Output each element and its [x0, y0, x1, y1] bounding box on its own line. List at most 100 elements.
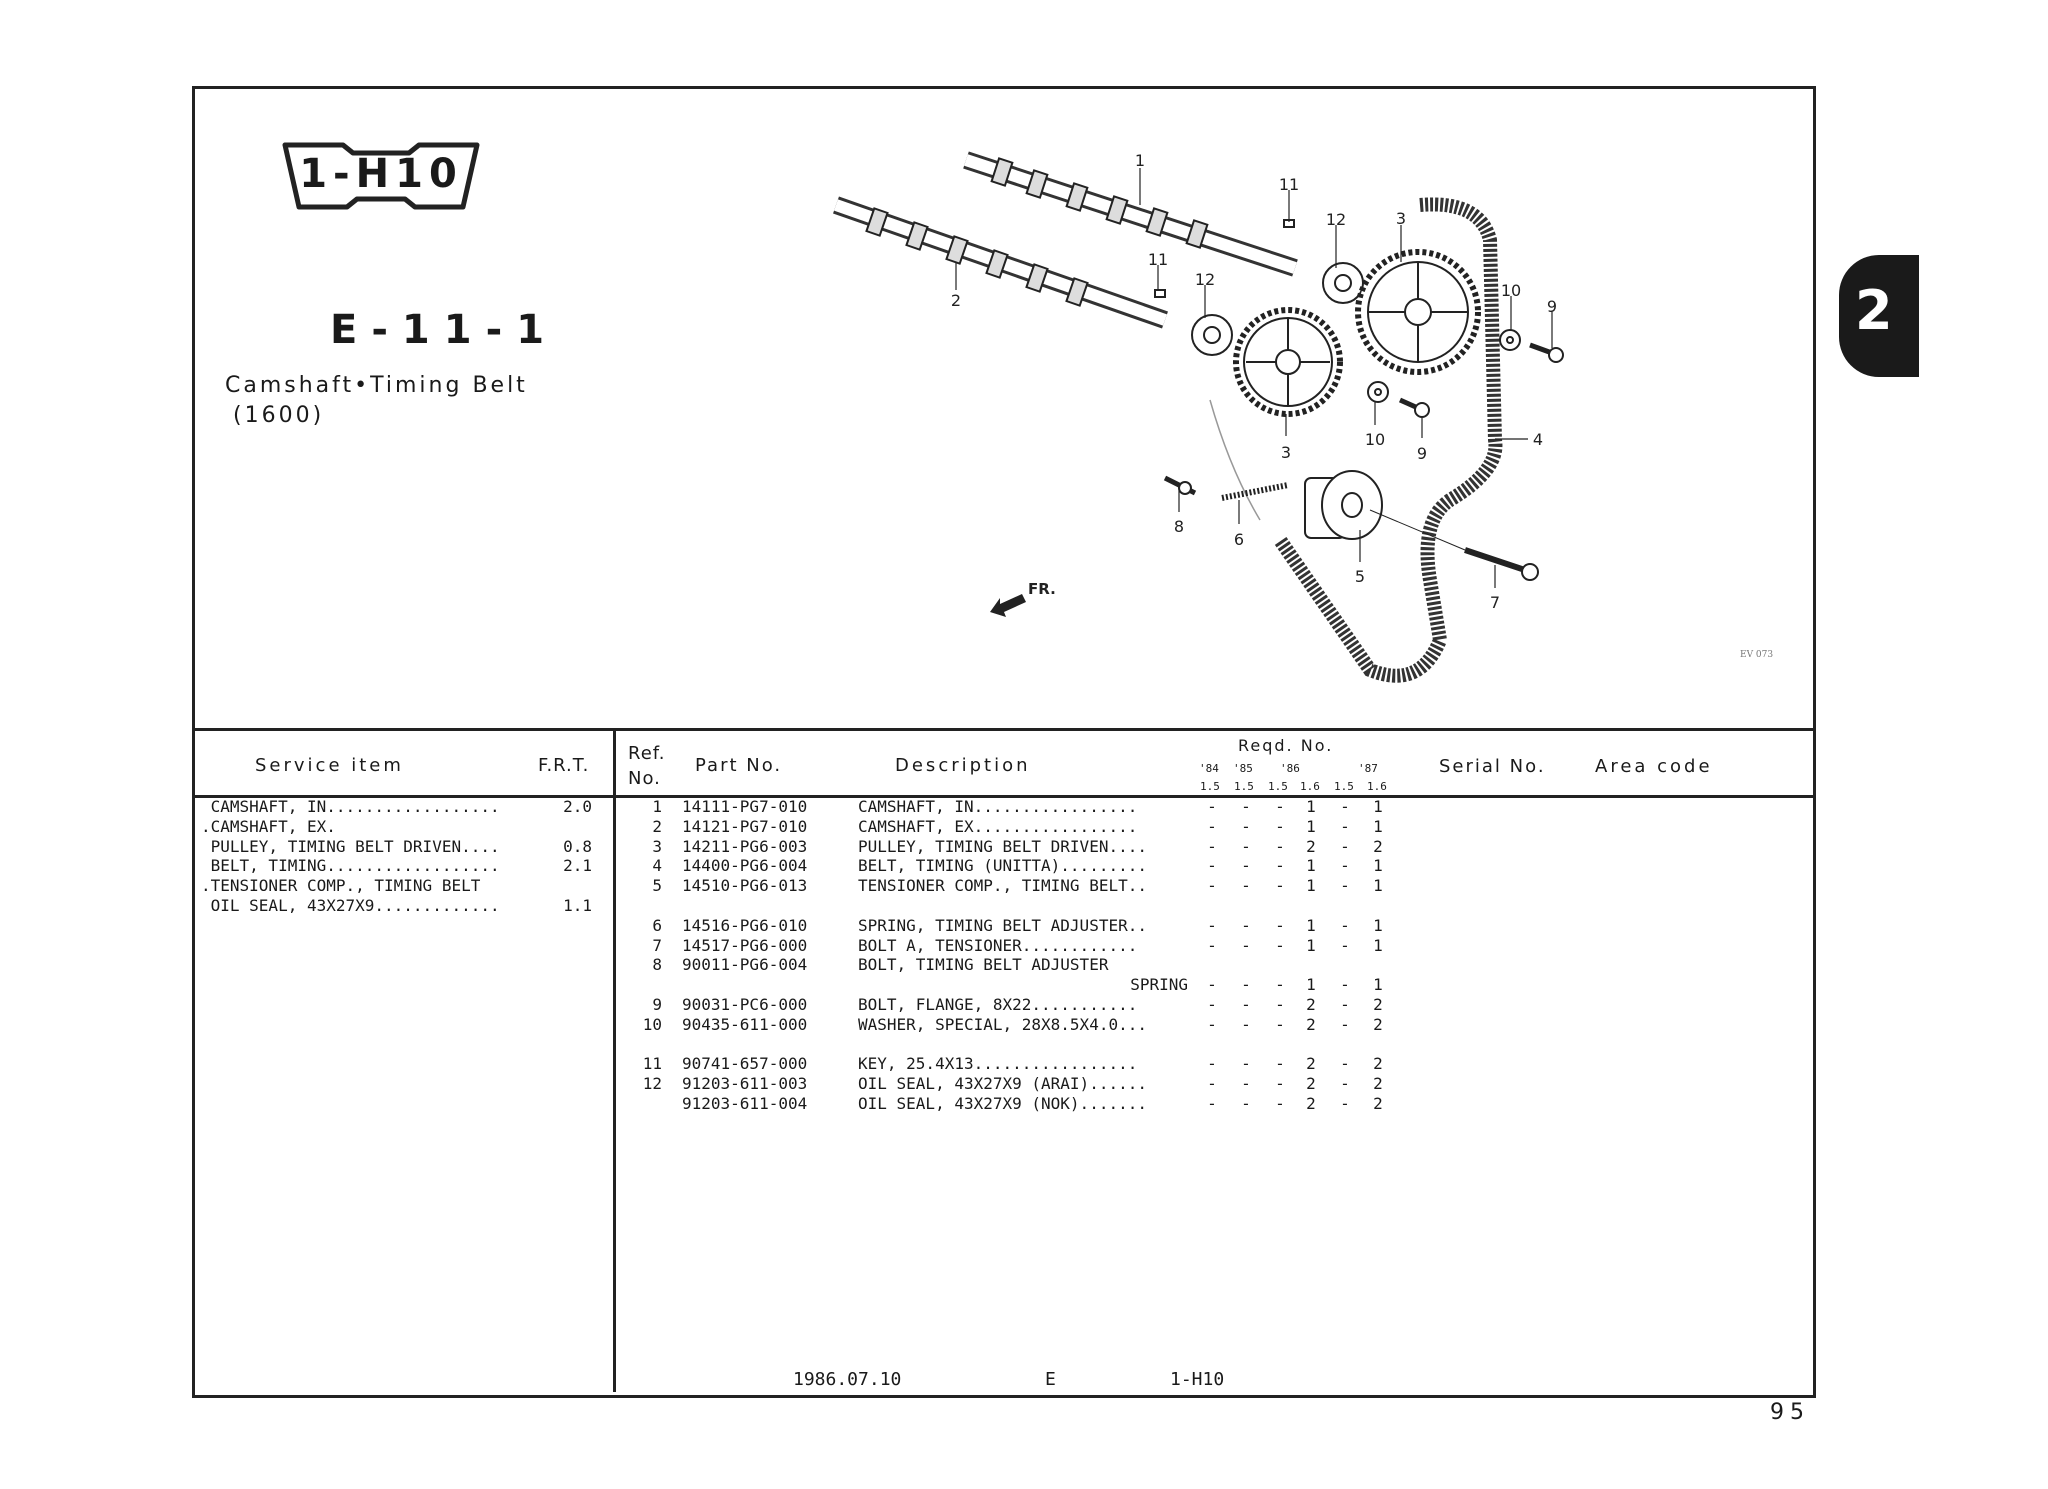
service-item-frt: 2.0 — [563, 797, 592, 816]
header-engine: 1.5 — [1200, 780, 1220, 793]
reqd-qty: - — [1241, 797, 1251, 816]
part-ref-no: 5 — [652, 876, 662, 896]
adjuster-bolt — [1163, 475, 1197, 496]
reqd-qty: 2 — [1306, 995, 1316, 1014]
part-ref-no: 6 — [652, 915, 662, 935]
oil-seal — [1191, 314, 1233, 356]
section-badge — [282, 142, 480, 210]
flange-bolt — [1529, 342, 1564, 363]
header-description: Description — [895, 755, 1031, 776]
callout-12: 12 — [1326, 210, 1346, 229]
reqd-qty: - — [1340, 816, 1350, 836]
reqd-qty: 2 — [1373, 1054, 1383, 1074]
reqd-qty: 1 — [1306, 856, 1316, 876]
reqd-qty: - — [1275, 935, 1285, 955]
reqd-qty: 1 — [1373, 876, 1383, 896]
reqd-qty: 2 — [1373, 1014, 1383, 1034]
reqd-qty: - — [1207, 856, 1217, 876]
reqd-qty: 2 — [1306, 1074, 1316, 1094]
reqd-qty: - — [1340, 856, 1350, 876]
service-item-frt — [548, 877, 592, 895]
part-description: CAMSHAFT, IN................. — [858, 797, 1138, 816]
part-description: BOLT, TIMING BELT ADJUSTER — [858, 955, 1109, 975]
part-description: BOLT A, TENSIONER............ — [858, 935, 1138, 955]
reqd-qty: - — [1241, 995, 1251, 1014]
callout-11: 11 — [1148, 250, 1168, 269]
callout-10: 10 — [1365, 430, 1385, 449]
reqd-qty: - — [1207, 816, 1217, 836]
header-engine: 1.6 — [1300, 780, 1320, 793]
camshaft-intake — [963, 151, 1298, 277]
part-ref-no: 2 — [652, 816, 662, 836]
callout-12: 12 — [1195, 270, 1215, 289]
reqd-qty: 2 — [1306, 836, 1316, 856]
part-description: TENSIONER COMP., TIMING BELT.. — [858, 876, 1147, 896]
part-number: 90741-657-000 — [682, 1054, 808, 1074]
reqd-qty: - — [1241, 1014, 1251, 1034]
reqd-qty: 1 — [1306, 915, 1316, 935]
reqd-qty: - — [1207, 915, 1217, 935]
front-arrow-icon — [990, 594, 1026, 617]
part-description: BOLT, FLANGE, 8X22........... — [858, 995, 1138, 1014]
part-description: BELT, TIMING (UNITTA)......... — [858, 856, 1147, 876]
part-ref-no: 7 — [652, 935, 662, 955]
reqd-qty: - — [1241, 915, 1251, 935]
column-divider — [613, 728, 616, 1392]
reqd-qty: - — [1275, 915, 1285, 935]
reqd-qty: - — [1275, 836, 1285, 856]
part-ref-no: 8 — [652, 955, 662, 975]
reqd-qty: - — [1207, 836, 1217, 856]
header-engine: 1.5 — [1334, 780, 1354, 793]
reqd-qty: - — [1241, 856, 1251, 876]
driven-pulley — [1355, 249, 1481, 375]
callout-10: 10 — [1501, 281, 1521, 300]
part-number: 14111-PG7-010 — [682, 797, 808, 816]
part-number: 14510-PG6-013 — [682, 876, 808, 896]
reqd-qty: 1 — [1373, 935, 1383, 955]
callout-6: 6 — [1234, 530, 1244, 549]
service-item-name: OIL SEAL, 43X27X9............. — [201, 896, 500, 915]
reqd-qty: - — [1275, 816, 1285, 836]
part-ref-no: 1 — [652, 797, 662, 816]
tensioner-bolt — [1369, 509, 1539, 581]
reqd-qty: 1 — [1306, 797, 1316, 816]
part-description: PULLEY, TIMING BELT DRIVEN.... — [858, 836, 1147, 856]
drawing-code: EV 073 — [1740, 650, 1773, 660]
reqd-qty: - — [1340, 836, 1350, 856]
header-part-no: Part No. — [695, 755, 783, 776]
part-number: 90011-PG6-004 — [682, 955, 808, 975]
reqd-qty: 1 — [1306, 975, 1316, 995]
reqd-qty: - — [1340, 797, 1350, 816]
header-year: '86 — [1280, 762, 1300, 775]
reqd-qty: - — [1241, 1094, 1251, 1113]
part-number: 14400-PG6-004 — [682, 856, 808, 876]
reqd-qty: - — [1340, 995, 1350, 1014]
reqd-qty: 1 — [1306, 816, 1316, 836]
washer — [1367, 381, 1389, 403]
reqd-qty: - — [1207, 1014, 1217, 1034]
tensioner — [1304, 470, 1383, 540]
reqd-qty: - — [1207, 1074, 1217, 1094]
flange-bolt — [1398, 397, 1430, 418]
header-frt: F.R.T. — [538, 755, 590, 776]
part-number: 90435-611-000 — [682, 1014, 808, 1034]
header-service-item: Service item — [255, 755, 404, 776]
header-engine: 1.5 — [1268, 780, 1288, 793]
part-ref-no: 12 — [642, 1074, 662, 1094]
part-ref-no: 3 — [652, 836, 662, 856]
callout-3: 3 — [1281, 443, 1291, 462]
reqd-qty: - — [1340, 915, 1350, 935]
reqd-qty: - — [1207, 935, 1217, 955]
reqd-qty: - — [1241, 816, 1251, 836]
reqd-qty: 2 — [1306, 1014, 1316, 1034]
reqd-qty: 1 — [1373, 797, 1383, 816]
callout-8: 8 — [1174, 517, 1184, 536]
callout-7: 7 — [1490, 593, 1500, 612]
reqd-qty: - — [1275, 876, 1285, 896]
reqd-qty: - — [1241, 876, 1251, 896]
reqd-qty: - — [1241, 975, 1251, 995]
driven-pulley — [1233, 307, 1343, 417]
callout-2: 2 — [951, 291, 961, 310]
service-item-frt — [548, 818, 592, 836]
reqd-qty: - — [1241, 1054, 1251, 1074]
